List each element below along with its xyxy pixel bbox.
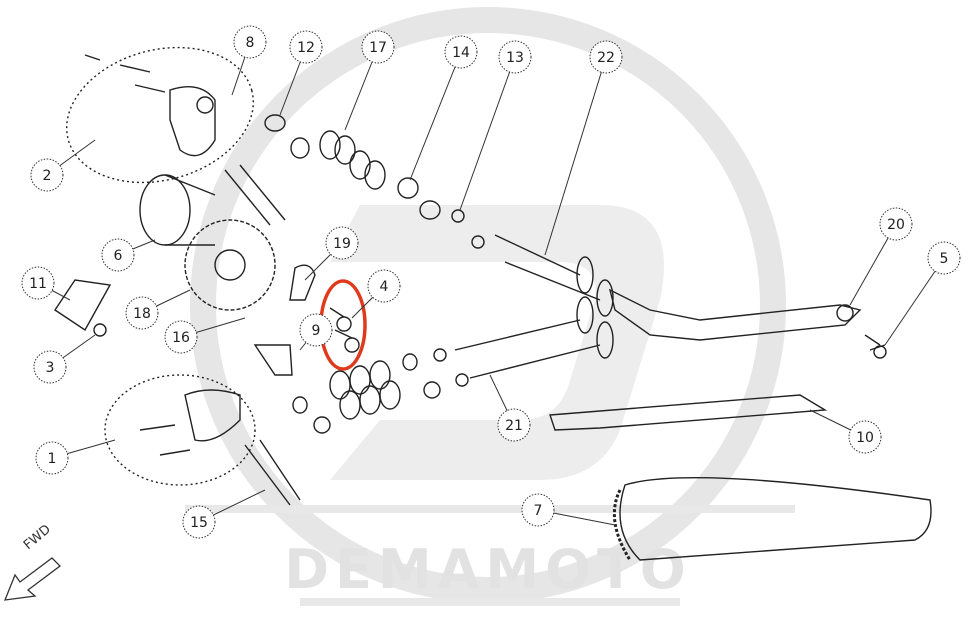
callout-circle	[35, 441, 69, 475]
callout-circle	[367, 269, 401, 303]
fwd-arrow-icon	[3, 557, 61, 601]
callout-22: 22	[544, 40, 623, 256]
chain-tensioner	[608, 288, 862, 341]
callout-circle	[101, 238, 135, 272]
callout-label: 2	[43, 168, 52, 184]
callout-circle	[33, 350, 67, 384]
timing-chain	[619, 477, 932, 561]
callout-14: 14	[409, 35, 478, 181]
forward-indicator: FWD	[3, 522, 61, 601]
callout-circle	[497, 408, 531, 442]
callout-label: 17	[369, 40, 387, 56]
callout-9: 9	[299, 313, 333, 351]
callout-1: 1	[35, 439, 116, 475]
callout-circle	[325, 226, 359, 260]
watermark: DEMAMOTO	[185, 7, 795, 606]
callout-18: 18	[125, 289, 191, 330]
callout-13: 13	[459, 40, 532, 211]
callout-11: 11	[21, 266, 71, 301]
callout-label: 12	[297, 40, 315, 56]
chain-guide	[549, 394, 828, 431]
callout-circle	[233, 25, 267, 59]
callout-7: 7	[521, 493, 616, 527]
rocker-group-outline-lower	[104, 374, 256, 486]
fwd-label: FWD	[21, 522, 54, 553]
callout-circle	[498, 40, 532, 74]
camshaft	[139, 174, 191, 246]
callout-label: 15	[190, 515, 208, 531]
callout-circle	[21, 266, 55, 300]
leader-line	[884, 257, 945, 346]
callout-8: 8	[231, 25, 267, 96]
callout-circle	[879, 207, 913, 241]
valve-stems-upper	[494, 234, 601, 301]
callout-circle	[289, 30, 323, 64]
adjuster-screws	[84, 54, 166, 93]
parts	[54, 46, 932, 561]
callout-label: 20	[887, 217, 905, 233]
callout-label: 21	[505, 418, 523, 434]
rocker-shaft-lower	[244, 439, 301, 506]
callout-16: 16	[164, 317, 246, 354]
callout-circle	[361, 30, 395, 64]
callout-circle	[444, 35, 478, 69]
rocker-shaft-upper	[224, 164, 286, 226]
cam-sprocket	[184, 219, 276, 311]
callout-circle	[299, 313, 333, 347]
leader-line	[409, 51, 462, 181]
callout-label: 22	[597, 50, 615, 66]
callout-circle	[589, 40, 623, 74]
rocker-arm-upper	[169, 86, 216, 157]
plate	[54, 279, 112, 332]
callout-19: 19	[304, 226, 359, 281]
callout-17: 17	[344, 30, 395, 131]
callout-circle	[30, 158, 64, 192]
rocker-group-outline	[66, 46, 254, 184]
decompressor-lever	[289, 264, 316, 301]
callout-label: 5	[940, 251, 949, 267]
callout-12: 12	[279, 30, 323, 116]
leader-line	[459, 56, 516, 211]
valve-springs-lower	[292, 348, 469, 434]
callout-15: 15	[182, 489, 266, 539]
callout-label: 13	[506, 50, 524, 66]
callout-label: 8	[246, 35, 255, 51]
leader-line	[544, 56, 607, 256]
part-4-rollers	[329, 307, 360, 353]
callout-label: 19	[333, 236, 351, 252]
callout-20: 20	[849, 207, 913, 306]
callout-4: 4	[351, 269, 401, 319]
callout-label: 16	[172, 330, 190, 346]
callout-label: 11	[29, 276, 47, 292]
callout-2: 2	[30, 139, 96, 192]
callout-circle	[125, 296, 159, 330]
callout-circle	[182, 505, 216, 539]
callout-3: 3	[33, 334, 96, 384]
watermark-text: DEMAMOTO	[284, 538, 692, 601]
bolt	[93, 323, 107, 337]
callout-21: 21	[489, 374, 531, 442]
callout-label: 3	[46, 360, 55, 376]
callout-circle	[521, 493, 555, 527]
callout-10: 10	[809, 409, 882, 454]
valve-springs-upper	[264, 114, 485, 249]
valve-stems	[454, 319, 601, 379]
callout-circle	[164, 320, 198, 354]
rocker-arm-lower	[184, 389, 241, 442]
callout-label: 4	[380, 279, 389, 295]
callout-6: 6	[101, 238, 156, 272]
callout-label: 18	[133, 306, 151, 322]
callout-label: 9	[312, 323, 321, 339]
decompressor-shaft	[253, 344, 293, 376]
callout-label: 6	[114, 248, 123, 264]
callout-circle	[848, 420, 882, 454]
callout-circle	[927, 241, 961, 275]
callout-5: 5	[884, 241, 961, 346]
callout-label: 10	[856, 430, 874, 446]
callout-label: 1	[48, 451, 57, 467]
callout-label: 14	[452, 45, 470, 61]
callout-label: 7	[534, 503, 543, 519]
